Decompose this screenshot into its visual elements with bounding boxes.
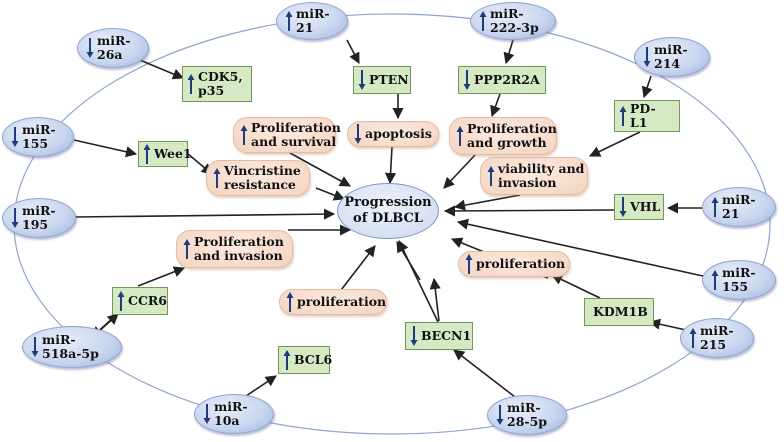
direction-arrow-icon — [11, 126, 19, 148]
direction-arrow-icon — [487, 165, 495, 187]
edge-arrow — [242, 375, 277, 399]
direction-arrow-icon — [410, 325, 418, 347]
mirna-node: miR- 155 — [2, 117, 74, 157]
process-node: apoptosis — [347, 121, 439, 147]
center-progression-dlbcl: Progression of DLBCL — [337, 183, 439, 239]
direction-arrow-icon — [479, 10, 487, 32]
edge-arrow — [73, 139, 138, 158]
edge-arrow — [453, 194, 521, 211]
edge-arrow — [443, 154, 476, 189]
process-node: proliferation — [458, 251, 570, 277]
edge-arrow — [315, 187, 346, 201]
mirna-node: miR- 195 — [2, 198, 76, 238]
direction-arrow-icon — [643, 46, 651, 68]
direction-arrow-icon — [619, 196, 627, 218]
edge-arrow — [384, 146, 397, 185]
mirna-node: miR- 21 — [702, 187, 776, 227]
direction-arrow-icon — [283, 349, 291, 371]
mirna-node: miR- 215 — [680, 318, 754, 358]
direction-arrow-icon — [619, 105, 627, 127]
process-node: viability and invasion — [480, 157, 588, 195]
edge-arrow — [490, 93, 501, 118]
edge-arrow — [648, 318, 687, 331]
direction-arrow-icon — [465, 253, 473, 275]
direction-arrow-icon — [143, 143, 151, 165]
mirna-node: miR- 26a — [77, 28, 149, 68]
direction-arrow-icon — [285, 10, 293, 32]
direction-arrow-icon — [183, 238, 191, 260]
gene-node: CCR6 — [112, 287, 168, 315]
edge-arrow — [641, 75, 653, 99]
direction-arrow-icon — [711, 196, 719, 218]
direction-arrow-icon — [240, 124, 248, 146]
gene-node: BCL6 — [278, 346, 332, 374]
edge-arrow — [550, 274, 601, 299]
gene-node: PTEN — [353, 66, 411, 94]
edge-arrow — [456, 218, 713, 279]
direction-arrow-icon — [711, 269, 719, 291]
gene-node: BECN1 — [405, 322, 473, 350]
mirna-node: miR- 28-5p — [487, 395, 567, 435]
mirna-node: miR- 214 — [634, 37, 710, 77]
edge-arrow — [429, 277, 441, 322]
direction-arrow-icon — [358, 69, 366, 91]
edge-arrow — [134, 57, 185, 80]
mirna-node: miR- 21 — [276, 2, 348, 40]
gene-node: Wee1 — [138, 141, 192, 167]
gene-node: KDM1B — [584, 298, 654, 326]
process-node: Proliferation and survival — [233, 117, 341, 153]
direction-arrow-icon — [11, 207, 19, 229]
mirna-node: miR- 155 — [702, 260, 776, 300]
edge-arrow — [398, 239, 439, 323]
mirna-node: miR- 222-3p — [470, 2, 556, 40]
edge-arrow — [588, 131, 641, 157]
direction-arrow-icon — [354, 123, 362, 145]
direction-arrow-icon — [86, 37, 94, 59]
gene-node: PPP2R2A — [458, 66, 546, 94]
direction-arrow-icon — [689, 327, 697, 349]
mirna-node: miR- 518a-5p — [22, 326, 122, 368]
direction-arrow-icon — [213, 167, 221, 189]
gene-node: CDK5, p35 — [182, 66, 252, 102]
direction-arrow-icon — [463, 69, 471, 91]
direction-arrow-icon — [496, 404, 504, 426]
gene-node: PD- L1 — [614, 100, 680, 132]
direction-arrow-icon — [286, 291, 294, 313]
edge-arrow — [137, 266, 186, 287]
direction-arrow-icon — [117, 290, 125, 312]
direction-arrow-icon — [187, 73, 195, 95]
edge-arrow — [453, 349, 516, 398]
edge-arrow — [346, 39, 360, 64]
direction-arrow-icon — [456, 125, 464, 147]
mirna-node: miR- 10a — [194, 394, 274, 434]
process-node: Proliferation and invasion — [176, 230, 293, 268]
direction-arrow-icon — [203, 403, 211, 425]
edge-arrow — [443, 205, 615, 217]
process-node: Vincristine resistance — [206, 160, 310, 196]
edge-arrow — [73, 208, 336, 220]
direction-arrow-icon — [31, 336, 39, 358]
edge-arrow — [503, 39, 515, 65]
process-node: Proliferation and growth — [449, 117, 557, 155]
gene-node: VHL — [614, 194, 664, 220]
process-node: proliferation — [279, 289, 387, 315]
edge-arrow — [289, 152, 351, 187]
